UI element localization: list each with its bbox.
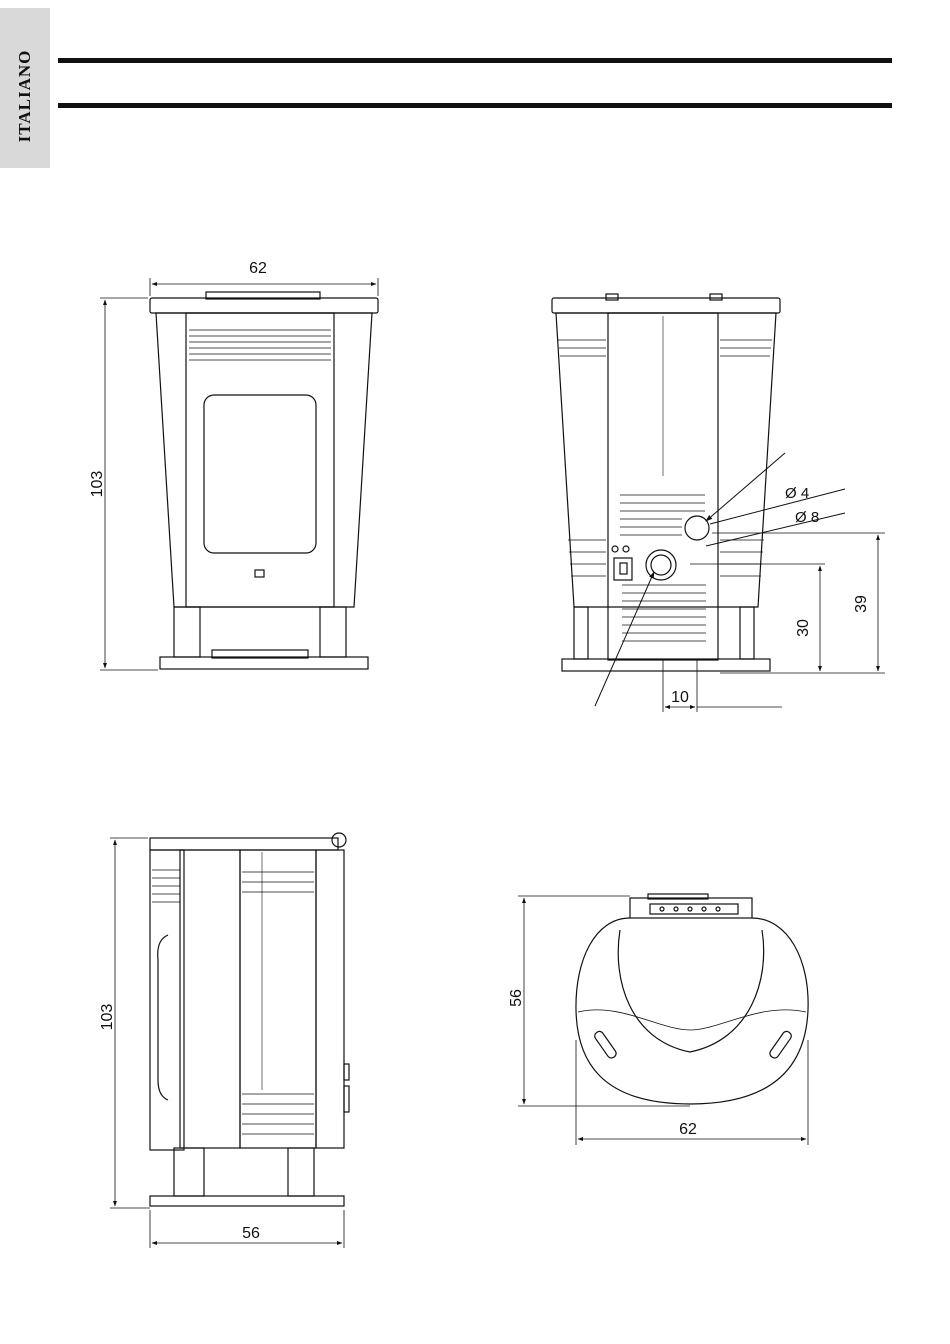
side-height-label: 103 — [99, 1004, 116, 1031]
front-height-label: 103 — [89, 471, 106, 498]
back-height-lower-label: 30 — [795, 619, 812, 637]
side-view — [110, 833, 349, 1248]
back-view — [552, 294, 885, 712]
back-height-upper-label: 39 — [853, 595, 870, 613]
top-view — [518, 894, 808, 1145]
back-diameter-small-label: Ø 4 — [785, 485, 809, 502]
side-depth-label: 56 — [242, 1225, 260, 1242]
front-view — [100, 278, 378, 670]
back-diameter-large-label: Ø 8 — [795, 509, 819, 526]
top-depth-label: 56 — [508, 989, 525, 1007]
front-width-label: 62 — [249, 260, 267, 277]
back-offset-label: 10 — [671, 689, 689, 706]
top-width-label: 62 — [679, 1121, 697, 1138]
